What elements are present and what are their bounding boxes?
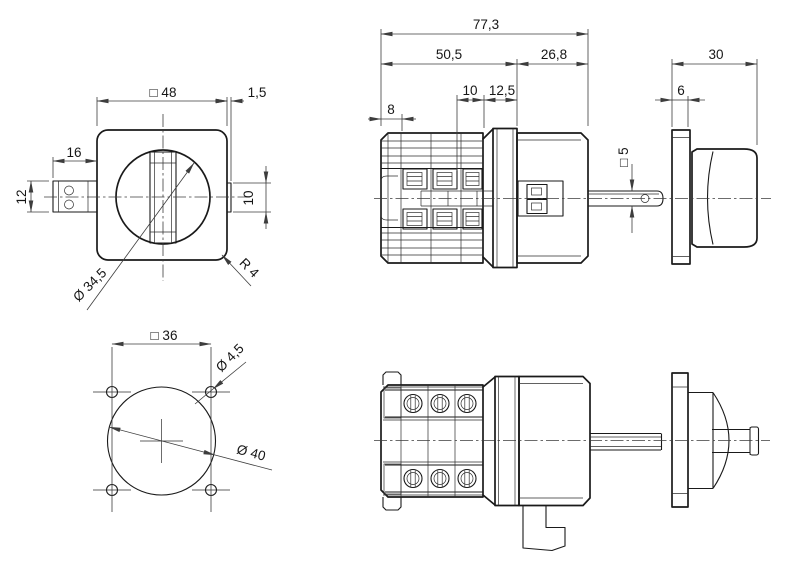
dim-label-corner-radius: R 4 xyxy=(236,255,262,281)
terminal-block xyxy=(380,132,493,264)
front-view: □ 48 1,5 16 12 10 Ø 34,5 R 4 xyxy=(14,85,271,311)
bottom-side-view xyxy=(374,371,770,552)
dim-label-hole-diameter: Ø 4,5 xyxy=(213,341,247,375)
dim-label-knob-diameter: Ø 34,5 xyxy=(70,265,109,304)
mounting-flange xyxy=(482,127,518,269)
dim-label-terminal-offset: 10 xyxy=(462,83,477,98)
side-view: 77,3 50,5 26,8 30 10 12,5 8 6 □ 5 xyxy=(368,17,771,269)
dim-label-front-length: 26,8 xyxy=(541,47,567,62)
right-plate-tab xyxy=(227,182,232,213)
dim-label-cutout-diameter: Ø 40 xyxy=(235,442,267,464)
dim-label-plate-thickness: 1,5 xyxy=(248,85,267,100)
dim-label-plate-depth: 6 xyxy=(677,83,685,98)
front-dimension-lines xyxy=(28,98,269,311)
main-body-bottom xyxy=(482,375,591,552)
switch-body-outline xyxy=(96,129,228,261)
side-dimension-lines xyxy=(368,31,758,233)
terminal-screws xyxy=(403,393,477,489)
dim-label-shaft-tab-height: 10 xyxy=(241,190,256,205)
mounting-clip xyxy=(522,505,566,552)
front-plate xyxy=(671,129,691,265)
side-extension-lines xyxy=(380,29,758,171)
mounting-view: □ 36 Ø 4,5 Ø 40 xyxy=(93,328,273,512)
shaft-bottom xyxy=(590,432,663,451)
dim-label-tab-width: 16 xyxy=(66,145,81,160)
dim-label-body-length: 50,5 xyxy=(436,47,462,62)
dim-label-hole-pitch: □ 36 xyxy=(151,328,178,343)
dim-label-tab-height: 12 xyxy=(14,189,29,204)
dim-label-knob-length: 30 xyxy=(708,47,723,62)
left-terminal-tab xyxy=(52,180,97,213)
mounting-dimension-lines xyxy=(108,341,273,471)
dim-label-flange-length: 12,5 xyxy=(489,83,515,98)
dim-label-shaft-square: □ 5 xyxy=(616,147,631,166)
dim-label-square48: □ 48 xyxy=(150,85,177,100)
front-center-lines xyxy=(44,114,250,281)
terminal-row-bottom xyxy=(402,208,483,230)
main-body xyxy=(516,132,589,264)
terminal-block-bottom xyxy=(380,371,484,511)
dim-label-terminal-depth: 8 xyxy=(387,102,395,117)
knob-side xyxy=(691,148,758,248)
panel-cutout-circle xyxy=(106,386,217,496)
terminal-row-top xyxy=(402,168,483,190)
front-plate-bottom xyxy=(671,372,689,508)
front-extension-lines xyxy=(27,97,271,213)
dim-label-overall-length: 77,3 xyxy=(473,17,499,32)
